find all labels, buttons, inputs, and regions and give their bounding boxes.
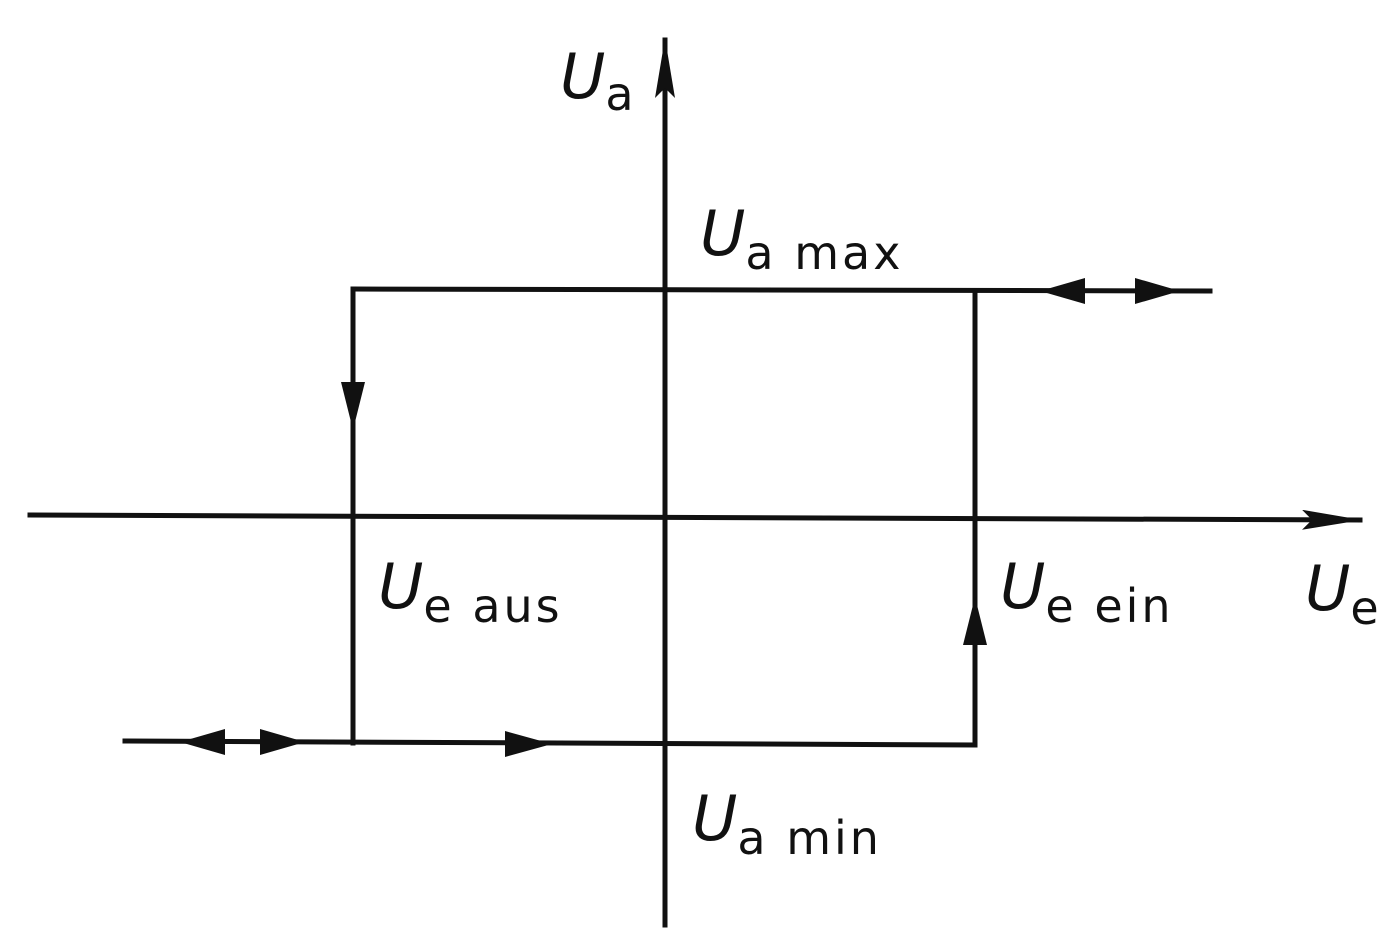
u-a-min-label: Ua min (692, 782, 882, 865)
arrow-up-icon (963, 597, 987, 645)
arrow-right-icon (1135, 278, 1180, 304)
x-axis-label: Ue (1305, 552, 1382, 635)
arrow-left-icon (1040, 278, 1085, 304)
arrow-right-icon (260, 729, 305, 755)
u-e-aus-label: Ue aus (378, 550, 563, 633)
u-e-ein-label: Ue ein (1000, 550, 1174, 633)
y-axis-label: Ua (560, 40, 637, 121)
u-a-max-label: Ua max (700, 197, 903, 280)
x-axis (27, 509, 1363, 530)
arrow-right-icon (505, 731, 552, 757)
arrow-left-icon (180, 729, 225, 755)
arrow-down-icon (341, 382, 365, 430)
